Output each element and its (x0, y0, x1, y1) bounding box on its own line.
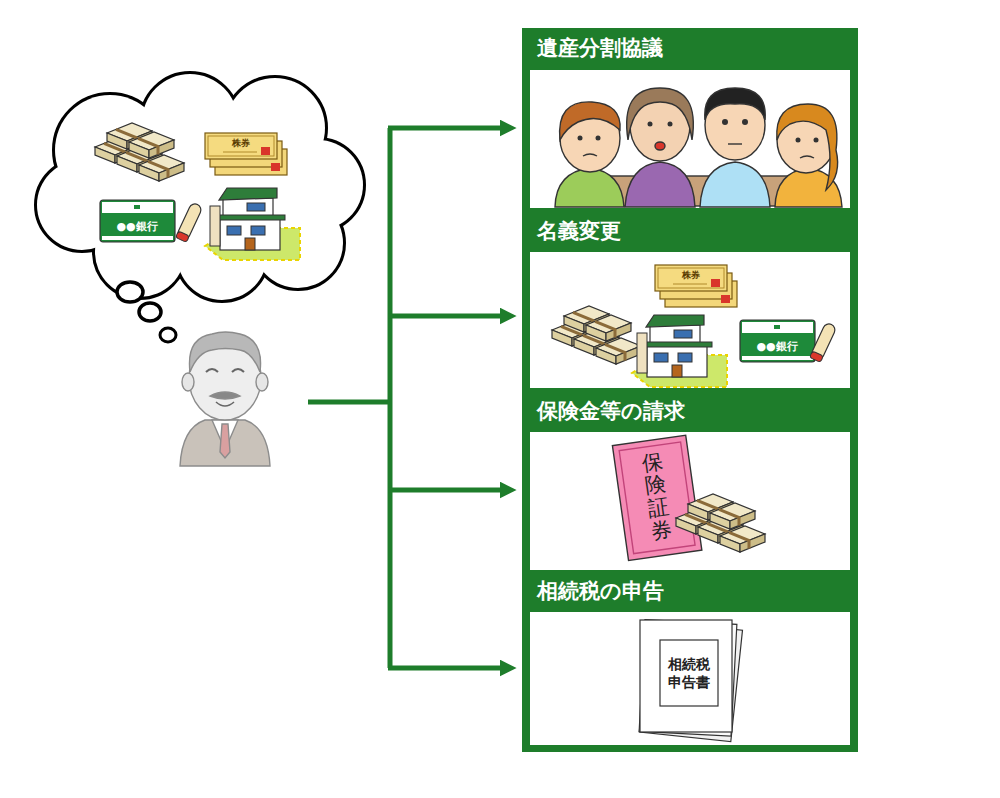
thought-cloud (37, 74, 363, 342)
branch-arrows (308, 128, 503, 668)
document-title: 相続税 申告書 (667, 656, 710, 691)
insurance-booklet (612, 435, 701, 560)
panel-heading: 相続税の申告 (537, 581, 664, 602)
step-panel: 遺産分割協議 (522, 28, 858, 210)
family-meeting (555, 88, 842, 207)
panel-heading: 名義変更 (537, 221, 621, 242)
panel-heading: 保険金等の請求 (537, 401, 685, 422)
bank-label: ●●銀行 (116, 221, 157, 234)
bank-label: ●●銀行 (756, 341, 797, 354)
grandfather (180, 332, 270, 466)
step-panel: 名義変更株券 ●●銀行 (522, 212, 858, 390)
stock-label: 株券 (682, 270, 700, 280)
stock-label: 株券 (232, 138, 250, 148)
panel-heading: 遺産分割協議 (537, 38, 663, 59)
thought-bubble: 株券 ●●銀行 (40, 85, 360, 295)
step-panel: 保険金等の請求保険証券 (522, 392, 858, 572)
policy-label: 保険証券 (640, 450, 674, 544)
tax-return-document (639, 620, 742, 742)
step-panel: 相続税の申告相続税 申告書 (522, 572, 858, 752)
